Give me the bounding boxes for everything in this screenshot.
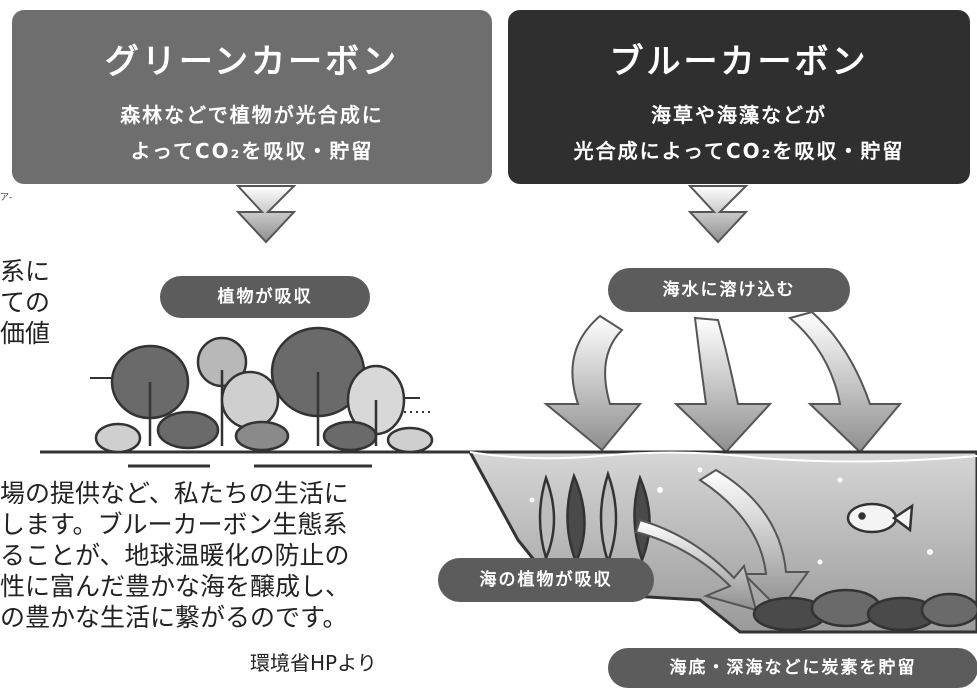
paragraph-line-5: の豊かな生活に繋がるのです。 <box>0 603 348 632</box>
seabed-storage-label: 海底・深海などに炭素を貯留 <box>608 648 977 688</box>
paragraph-line-3: ることが、地球温暖化の防止の <box>0 541 350 570</box>
paragraph-line-2: します。ブルーカーボン生態系 <box>0 510 348 539</box>
green-down-arrow <box>235 185 297 244</box>
left-text-fragment-1: 系に <box>0 257 51 286</box>
left-text-fragment-2: ての <box>0 288 51 317</box>
blue-carbon-title: ブルーカーボン <box>609 42 869 82</box>
dissolve-seawater-label: 海水に溶け込む <box>608 268 850 312</box>
sea-surface-wave <box>469 451 977 463</box>
green-carbon-panel: グリーンカーボン 森林などで植物が光合成に よってCO₂を吸収・貯留 <box>12 10 492 184</box>
paragraph-line-1: 場の提供など、私たちの生活に <box>0 479 349 508</box>
blue-down-arrow <box>687 185 749 244</box>
sea-plant-absorb-label: 海の植物が吸収 <box>438 558 654 602</box>
fish-icon <box>846 502 914 534</box>
green-carbon-desc-line2: よってCO₂を吸収・貯留 <box>130 139 374 163</box>
paragraph-line-4: 性に富んだ豊かな海を醸成し、 <box>0 572 351 601</box>
green-carbon-desc-line1: 森林などで植物が光合成に <box>120 103 384 127</box>
left-text-fragment-3: 価値 <box>0 319 51 348</box>
plant-absorb-label: 植物が吸収 <box>160 276 370 318</box>
bubbles <box>529 467 933 565</box>
blue-carbon-desc-line2: 光合成によってCO₂を吸収・貯留 <box>573 139 905 163</box>
blue-carbon-desc-line1: 海草や海藻などが <box>651 103 827 127</box>
seabed-sediment <box>752 588 977 632</box>
forest-trees <box>94 326 434 454</box>
seabed-arrow <box>634 468 810 612</box>
blue-carbon-panel: ブルーカーボン 海草や海藻などが 光合成によってCO₂を吸収・貯留 <box>508 10 970 184</box>
source-credit: 環境省HPより <box>250 651 377 675</box>
text-fragment-top: ア- <box>0 193 13 203</box>
green-carbon-title: グリーンカーボン <box>104 42 400 82</box>
dissolve-arrows <box>543 310 903 454</box>
